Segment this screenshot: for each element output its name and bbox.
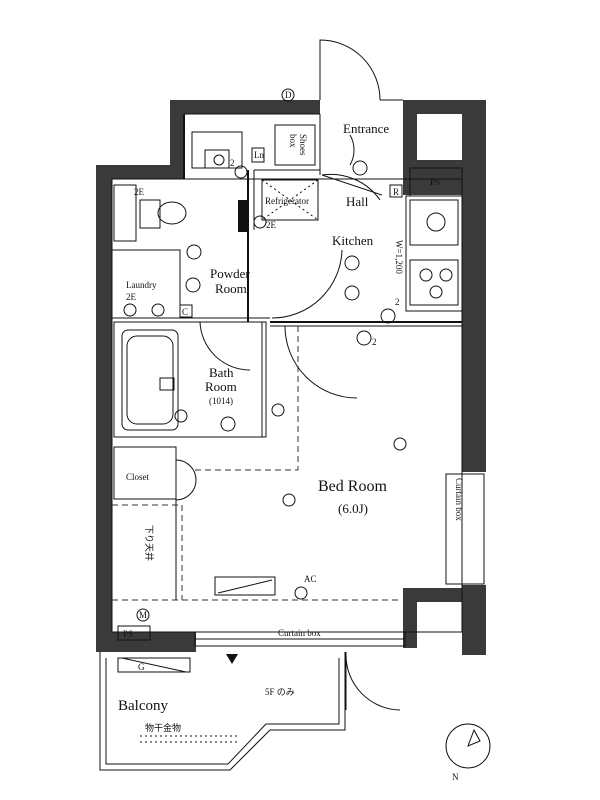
label-drying-rack: 物干金物 — [145, 722, 181, 733]
label-shoes-1: Shoes — [298, 134, 308, 156]
label-entrance: Entrance — [343, 121, 389, 136]
label-balcony: Balcony — [118, 698, 168, 714]
label-laundry: Laundry — [126, 280, 157, 290]
label-ps-top: PS — [430, 177, 440, 187]
label-2-3: 2 — [372, 337, 377, 347]
labels: Entrance Hall Kitchen Powder Room Laundr… — [118, 90, 464, 782]
label-dropped-ceiling: 下り天井 — [144, 525, 155, 561]
label-2e-1: 2E — [134, 187, 145, 197]
doors — [175, 39, 403, 711]
balcony — [99, 652, 346, 771]
label-2-2: 2 — [395, 297, 400, 307]
label-bath-2: Room — [205, 379, 237, 394]
label-ps-bottom: PS — [123, 629, 133, 639]
label-curtain-box-side: Curtain box — [454, 478, 464, 521]
label-powder-1: Powder — [210, 266, 250, 281]
interior-walls — [111, 113, 485, 647]
label-c: C — [182, 307, 188, 317]
label-curtain-box-bottom: Curtain box — [278, 628, 321, 638]
label-refrigerator: Refrigerator — [265, 196, 309, 206]
label-r: R — [393, 187, 399, 197]
compass-icon — [445, 723, 491, 769]
label-shoes-2: box — [288, 134, 298, 148]
label-closet: Closet — [126, 472, 150, 482]
label-n: N — [452, 772, 459, 782]
exterior-walls — [96, 100, 486, 655]
label-ln: Ln — [254, 150, 264, 160]
label-2-1: 2 — [230, 158, 235, 168]
label-2e-3: 2E — [126, 292, 137, 302]
label-bed-room: Bed Room — [318, 478, 387, 495]
label-5f-only: 5F のみ — [265, 687, 295, 697]
label-kitchen: Kitchen — [332, 233, 374, 248]
label-bed-size: (6.0J) — [338, 501, 368, 516]
label-g: G — [138, 662, 145, 672]
label-m: M — [139, 610, 147, 620]
fixtures — [117, 88, 453, 641]
label-powder-2: Room — [215, 281, 247, 296]
label-d: D — [285, 90, 292, 100]
label-bath-size: (1014) — [209, 396, 233, 406]
label-w1200: W=1,200 — [394, 240, 404, 274]
label-bath-1: Bath — [209, 365, 234, 380]
label-2e-2: 2E — [266, 220, 277, 230]
label-ac: AC — [304, 574, 317, 584]
label-hall: Hall — [346, 194, 369, 209]
